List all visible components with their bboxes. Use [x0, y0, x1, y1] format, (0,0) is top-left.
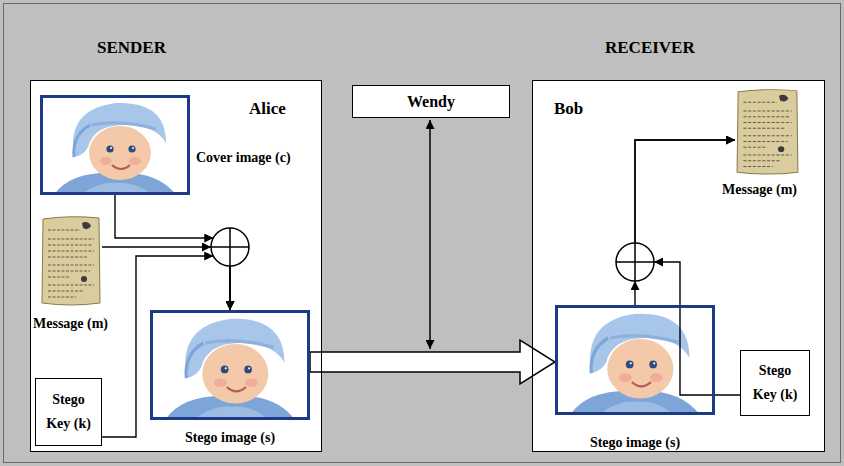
flow-line — [115, 195, 213, 238]
flow-line — [635, 140, 735, 243]
parchment-picture — [737, 90, 798, 174]
flow-line — [654, 262, 740, 395]
flow-arrow — [102, 256, 230, 437]
flow-line — [635, 140, 735, 243]
image-caption: Message (m) — [722, 182, 797, 199]
party-panel: BobMessage (m)Stego image (s)Stego Key (… — [532, 80, 825, 452]
panel-ground — [532, 80, 825, 452]
cover-image: Cover image (c) — [40, 95, 190, 195]
role-heading: RECEIVER — [605, 38, 695, 58]
flow-line — [102, 246, 211, 247]
interception-arrow — [429, 120, 431, 349]
stego-image: Stego image (s) — [150, 310, 310, 420]
party-name: Bob — [554, 99, 583, 119]
baby-photo — [40, 95, 190, 195]
party-panel: AliceCover image (c)Message (m)Stego Key… — [30, 80, 322, 452]
flow-line — [229, 266, 230, 310]
box-label: Wendy — [407, 92, 455, 111]
stego-image: Stego image (s) — [555, 305, 715, 415]
flow-arrow — [635, 140, 740, 395]
role-heading: SENDER — [97, 38, 166, 58]
party-name: Alice — [249, 99, 286, 119]
flow-arrow — [635, 140, 735, 305]
flow-arrow — [115, 195, 230, 310]
box-label: Stego Key (k) — [43, 388, 94, 436]
image-caption: Stego image (s) — [558, 435, 712, 452]
image-caption: Message (m) — [33, 316, 108, 333]
image-caption: Cover image (c) — [196, 150, 291, 167]
message-image: Message (m) — [735, 88, 800, 176]
panel-ground — [30, 80, 322, 452]
message-image: Message (m) — [40, 215, 102, 307]
xor-symbol — [616, 243, 654, 281]
flow-line — [229, 266, 230, 310]
transmission-arrow — [310, 340, 555, 384]
flow-line — [102, 256, 213, 437]
flow-line — [229, 266, 230, 310]
key-box: Stego Key (k) — [35, 378, 102, 446]
baby-photo — [150, 310, 310, 420]
key-box: Stego Key (k) — [740, 350, 810, 416]
flow-line — [634, 281, 635, 305]
baby-photo — [555, 305, 715, 415]
image-caption: Stego image (s) — [153, 430, 307, 447]
transmission-arrow — [310, 340, 555, 384]
outer-frame — [4, 4, 841, 463]
box-label: Stego Key (k) — [748, 359, 802, 407]
xor-symbol — [211, 228, 249, 266]
parchment-picture — [42, 217, 100, 305]
eavesdropper-box: Wendy — [352, 85, 510, 118]
